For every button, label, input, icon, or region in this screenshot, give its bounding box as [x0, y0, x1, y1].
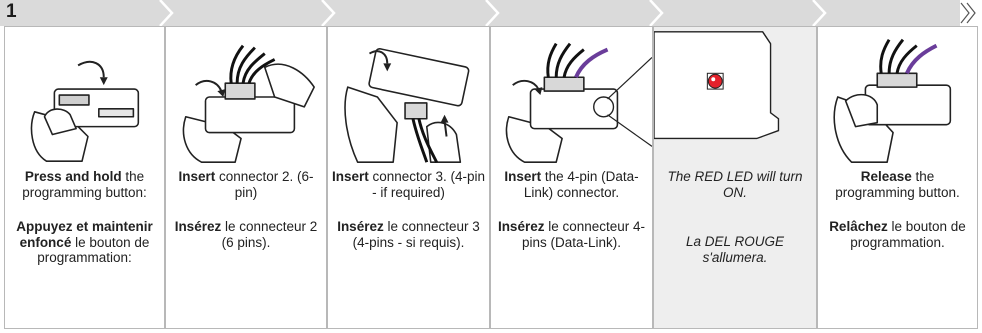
- en-text-3: connector 3. (4-pin - if required): [372, 169, 485, 200]
- caption-panel-2: Insert connector 2. (6-pin) Insérez le c…: [169, 169, 323, 250]
- fr-bold-2: Insérez: [175, 219, 222, 234]
- fr-text-2: le connecteur 2 (6 pins).: [222, 219, 318, 250]
- insert-data-link-illustration: [491, 27, 652, 167]
- en-bold-1: Press and hold: [25, 169, 122, 184]
- step-number: 1: [6, 1, 17, 23]
- en-bold-6: Release: [861, 169, 912, 184]
- fr-bold-6: Relâchez: [829, 219, 888, 234]
- step-panel-insert-data-link: Insert the 4-pin (Data-Link) connector. …: [490, 26, 653, 329]
- end-chevron-icon: [961, 3, 969, 23]
- step-panel-insert-connector-2: Insert connector 2. (6-pin) Insérez le c…: [165, 26, 327, 329]
- en-text-2: connector 2. (6-pin): [219, 169, 314, 200]
- en-bold-2: Insert: [178, 169, 215, 184]
- fr-bold-3: Insérez: [337, 219, 384, 234]
- red-led-module-illustration: [654, 27, 816, 167]
- caption-panel-3: Insert connector 3. (4-pin - if required…: [331, 169, 486, 250]
- caption-panel-4: Insert the 4-pin (Data-Link) connector. …: [494, 169, 649, 250]
- caption-panel-5: The RED LED will turn ON. La DEL ROUGE s…: [657, 169, 813, 265]
- en-text-5: The RED LED will turn ON.: [667, 169, 802, 200]
- step-panel-press-button: Press and hold the programming button: A…: [4, 26, 165, 329]
- red-led-icon: [708, 74, 722, 88]
- insert-connector-3-illustration: [328, 27, 489, 167]
- insert-connector-2-illustration: [166, 27, 326, 167]
- fr-bold-4: Insérez: [498, 219, 545, 234]
- step-ribbon: [0, 0, 982, 26]
- caption-panel-1: Press and hold the programming button: A…: [8, 169, 161, 266]
- en-bold-3: Insert: [332, 169, 369, 184]
- step-panel-release-button: Release the programming button. Relâchez…: [817, 26, 978, 329]
- hand-releasing-module-illustration: [818, 27, 977, 167]
- end-chevron-icon-2: [967, 3, 975, 23]
- caption-panel-6: Release the programming button. Relâchez…: [821, 169, 974, 250]
- step-panel-red-led: The RED LED will turn ON. La DEL ROUGE s…: [653, 26, 817, 329]
- hand-pressing-module-illustration: [5, 27, 164, 167]
- step-panel-insert-connector-3: Insert connector 3. (4-pin - if required…: [327, 26, 490, 329]
- en-bold-4: Insert: [504, 169, 541, 184]
- en-text-4: the 4-pin (Data-Link) connector.: [524, 169, 639, 200]
- fr-text-5: La DEL ROUGE s'allumera.: [686, 234, 784, 265]
